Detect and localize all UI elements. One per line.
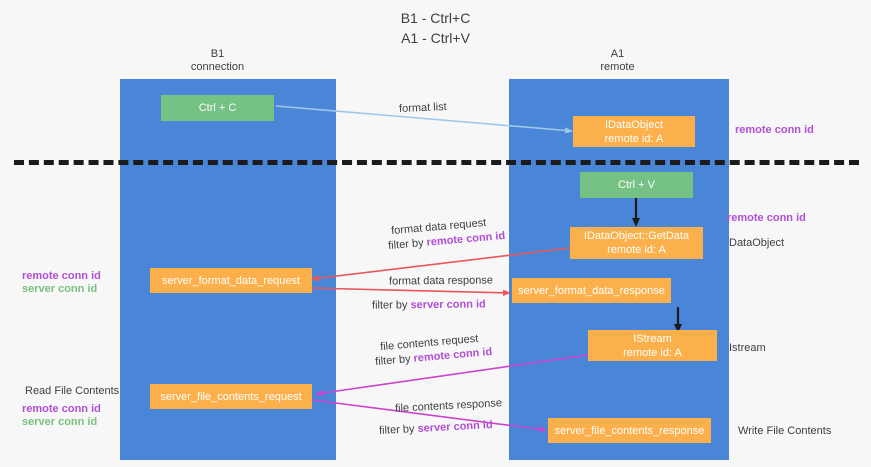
- right-label-write-file-contents: Write File Contents: [738, 425, 832, 437]
- right-label-remote-conn-id-mid: remote conn id: [727, 212, 806, 224]
- left-label-remote-conn-id-2: remote conn id: [22, 403, 101, 415]
- box-server-file-contents-response[interactable]: server_file_contents_response: [548, 418, 711, 443]
- box-server-format-data-response[interactable]: server_format_data_response: [512, 278, 671, 303]
- fmt-resp-filter-key: server conn id: [410, 298, 486, 312]
- left-label-remote-conn-id: remote conn id: [22, 270, 101, 282]
- box-istream-line2: remote id: A: [623, 346, 682, 359]
- box-ctrl-c-line1: Ctrl + C: [198, 102, 237, 114]
- file-req-filter-prefix: filter by: [374, 352, 415, 369]
- box-getdata[interactable]: IDataObject::GetData remote id: A: [570, 227, 703, 259]
- edge-label-format-data-response: format data response: [388, 274, 494, 288]
- box-istream[interactable]: IStream remote id: A: [588, 330, 717, 361]
- title-line-1: B1 - Ctrl+C: [400, 10, 471, 26]
- edge-label-file-contents-response: file contents response: [394, 397, 503, 415]
- right-label-remote-conn-id-top: remote conn id: [735, 124, 814, 136]
- box-idataobject-line1: IDataObject: [604, 118, 664, 131]
- box-getdata-line1: IDataObject::GetData: [583, 230, 690, 242]
- file-resp-filter-key: server conn id: [417, 419, 493, 435]
- file-resp-filter-prefix: filter by: [378, 422, 418, 437]
- right-label-dataobject: DataObject: [729, 237, 785, 249]
- edge-label-file-contents-response-filter: filter by server conn id: [379, 418, 493, 438]
- left-label-read-file-contents: Read File Contents: [25, 385, 120, 397]
- lane-b1-sub: connection: [190, 61, 245, 73]
- lane-header-a1: A1 remote: [550, 48, 685, 74]
- box-ctrl-c[interactable]: Ctrl + C: [161, 95, 274, 121]
- fmt-resp-filter-prefix: filter by: [371, 299, 411, 312]
- box-file-req-label: server_file_contents_request: [160, 390, 302, 403]
- page-title: B1 - Ctrl+C A1 - Ctrl+V: [0, 8, 871, 48]
- edge-label-format-data-response-filter: filter by server conn id: [372, 297, 486, 312]
- left-label-server-conn-id-2: server conn id: [22, 416, 98, 428]
- right-label-istream: Istream: [729, 342, 766, 354]
- box-istream-line1: IStream: [633, 332, 672, 345]
- box-fmt-req-label: server_format_data_request: [161, 274, 301, 287]
- fmt-req-filter-prefix: filter by: [387, 236, 428, 253]
- box-idataobject-line2: remote id: A: [604, 132, 664, 145]
- box-file-resp-label: server_file_contents_response: [554, 424, 705, 437]
- title-line-2: A1 - Ctrl+V: [401, 30, 470, 46]
- lane-b1-name: B1: [210, 48, 225, 60]
- lane-a1-name: A1: [610, 48, 625, 60]
- lane-a1-sub: remote: [600, 61, 635, 73]
- box-server-format-data-request[interactable]: server_format_data_request: [150, 268, 312, 293]
- box-ctrl-v[interactable]: Ctrl + V: [580, 172, 693, 198]
- edge-label-format-list: format list: [398, 100, 447, 116]
- left-label-server-conn-id: server conn id: [22, 283, 98, 295]
- box-fmt-resp-label: server_format_data_response: [518, 284, 665, 297]
- section-divider: [14, 160, 859, 165]
- box-getdata-line2: remote id: A: [607, 244, 666, 256]
- box-idataobject[interactable]: IDataObject remote id: A: [573, 116, 695, 147]
- lane-header-b1: B1 connection: [150, 48, 285, 74]
- box-server-file-contents-request[interactable]: server_file_contents_request: [150, 384, 312, 409]
- box-ctrl-v-line1: Ctrl + V: [618, 179, 655, 191]
